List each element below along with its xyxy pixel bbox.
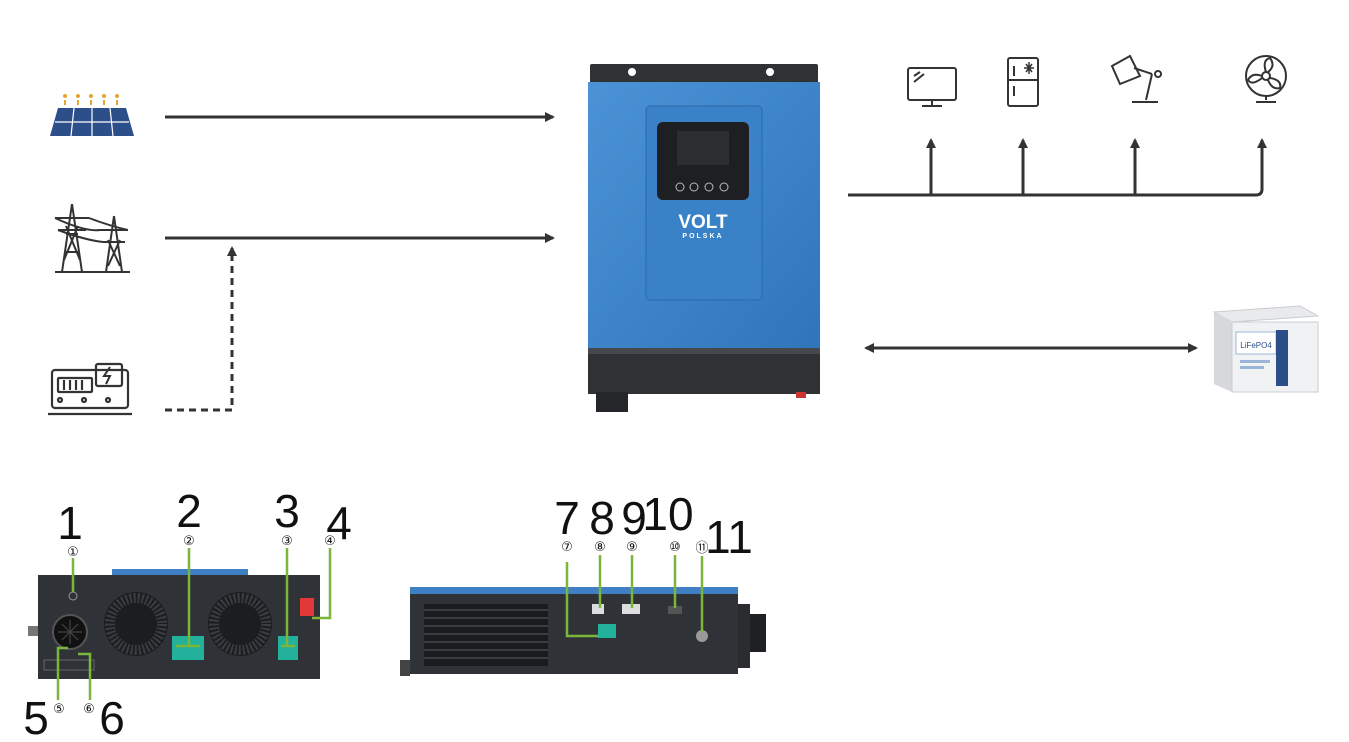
- callout-10: 10: [642, 488, 693, 540]
- callout-circled-9: ⑨: [626, 540, 638, 555]
- callout-circled-4: ④: [324, 534, 336, 549]
- side-view-unit: [400, 587, 766, 676]
- callout-1: 1: [57, 497, 83, 549]
- callout-circled-3: ③: [281, 534, 293, 549]
- brand-logo: VOLT: [678, 212, 728, 233]
- callout-circled-10: ⑩: [669, 540, 681, 555]
- rear-view-unit: [28, 569, 320, 679]
- rear-leader-lines: [56, 548, 332, 700]
- callout-5: 5: [23, 692, 49, 742]
- callout-6: 6: [99, 692, 125, 742]
- refrigerator-icon: [1007, 57, 1039, 107]
- callout-circled-7: ⑦: [561, 540, 573, 555]
- power-grid-icon: [54, 203, 130, 273]
- lamp-icon: [1110, 54, 1162, 103]
- callout-7: 7: [554, 492, 580, 544]
- callout-2: 2: [176, 485, 202, 537]
- side-leader-lines: [565, 555, 704, 638]
- callout-circled-1: ①: [67, 545, 79, 560]
- callout-9: 9: [621, 492, 647, 544]
- output-bus: [848, 138, 1267, 197]
- fan-icon: [1245, 55, 1287, 103]
- brand-sublogo: POLSKA: [682, 233, 723, 240]
- callout-circled-5: ⑤: [53, 702, 65, 717]
- callout-8: 8: [589, 492, 615, 544]
- inverter-unit: VOLT POLSKA: [588, 64, 820, 412]
- callout-11: 11: [705, 511, 753, 563]
- monitor-icon: [907, 67, 957, 107]
- callout-circled-6: ⑥: [83, 702, 95, 717]
- callout-4: 4: [326, 497, 352, 549]
- callout-circled-2: ②: [183, 534, 195, 549]
- generator-icon: [48, 362, 132, 416]
- battery-label: LiFePO4: [1240, 341, 1272, 350]
- battery-icon: LiFePO4: [1212, 305, 1320, 393]
- lcd-screen: [677, 131, 729, 165]
- callout-circled-8: ⑧: [594, 540, 606, 555]
- generator-arrow: [165, 246, 237, 412]
- callout-3: 3: [274, 485, 300, 537]
- callout-circled-11: ⑪: [695, 541, 708, 556]
- solar-panel-icon: [50, 94, 134, 137]
